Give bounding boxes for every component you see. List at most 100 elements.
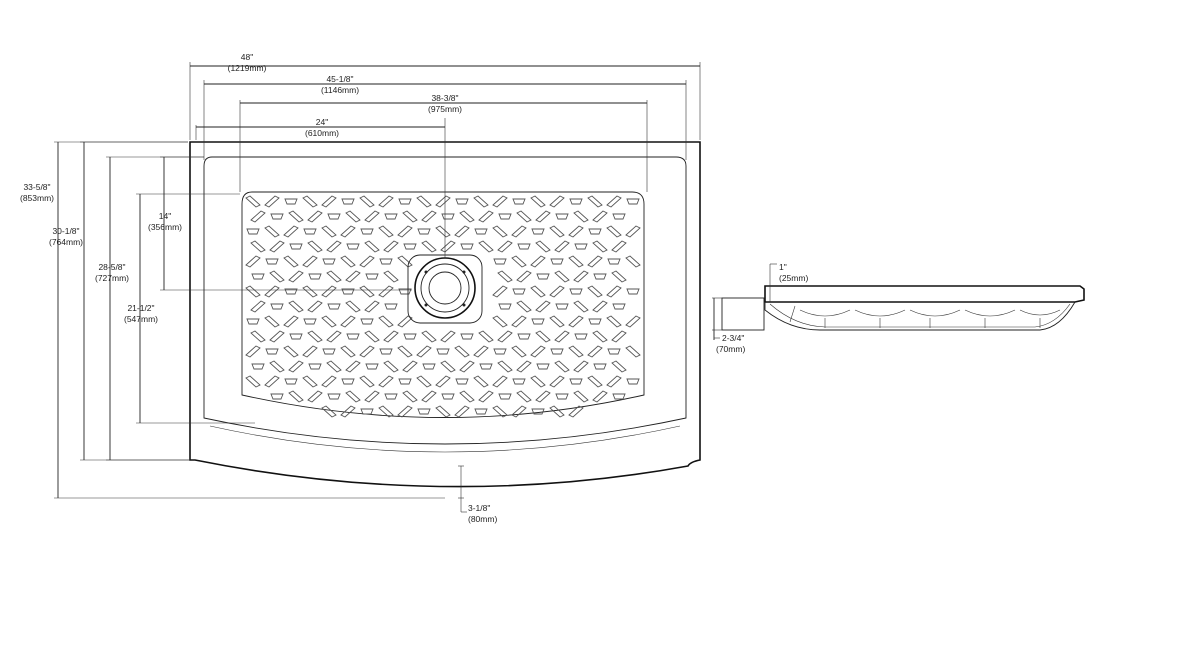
texture-tile [573,360,589,373]
texture-tile [283,315,299,328]
texture-tile [573,210,589,223]
inner-depth-mm: (727mm) [95,273,129,283]
texture-tile [403,243,417,250]
texture-tile [340,225,356,238]
texture-tile [346,333,360,340]
texture-tile [435,375,451,388]
texture-tile [302,195,318,208]
texture-tile [379,348,393,355]
texture-tile [397,405,413,418]
texture-tile [555,303,569,310]
texture-tile [592,210,608,223]
texture-tile [321,225,337,238]
texture-tile [283,345,299,358]
texture-tile [460,243,474,250]
texture-tile [611,330,627,343]
texture-tile [455,378,469,385]
texture-tile [607,258,621,265]
texture-tile [264,375,280,388]
texture-tile [383,360,399,373]
texture-tile [498,393,512,400]
texture-tile [246,318,260,325]
texture-tile [416,375,432,388]
texture-tile [516,360,532,373]
texture-tile [341,288,355,295]
texture-tile [359,345,375,358]
texture-tile [397,315,413,328]
texture-tile [270,393,284,400]
texture-tile [269,240,285,253]
texture-panel [241,191,645,418]
texture-tile [364,330,380,343]
texture-tile [270,213,284,220]
texture-tile [421,240,437,253]
texture-tile [554,330,570,343]
texture-tile [307,330,323,343]
texture-tile [474,228,488,235]
texture-tile [302,285,318,298]
texture-tile [384,213,398,220]
plan-view: 48" (1219mm) 45-1/8" (1146mm) 38-3/8" (9… [20,52,701,524]
texture-tile [555,393,569,400]
texture-tile [530,345,546,358]
texture-tile [321,195,337,208]
texture-tile [606,315,622,328]
inner-width-mm: (1146mm) [321,85,359,95]
texture-tile [530,195,546,208]
texture-tile [626,378,640,385]
texture-tile [308,363,322,370]
texture-tile [498,213,512,220]
texture-tile [535,240,551,253]
texture-tile [498,303,512,310]
texture-tile [345,390,361,403]
texture-tile [288,210,304,223]
texture-tile [626,198,640,205]
rim-height-in: 1" [779,262,787,272]
texture-tile [549,225,565,238]
texture-tile [341,198,355,205]
texture-tile [397,345,413,358]
texture-tile [340,405,356,418]
texture-tile [611,240,627,253]
texture-tile [478,390,494,403]
texture-tile [284,198,298,205]
texture-tile [403,333,417,340]
texture-tile [568,345,584,358]
texture-tile [569,198,583,205]
drain-right-mm: (975mm) [428,104,462,114]
inner-depth-in: 28-5/8" [98,262,125,272]
texture-tile [340,345,356,358]
texture-tile [473,345,489,358]
texture-tile [384,303,398,310]
texture-tile [269,360,285,373]
texture-tile [625,255,641,268]
texture-tile [493,258,507,265]
texture-tile [530,375,546,388]
texture-tile [440,330,456,343]
texture-tile [568,405,584,418]
drain-back-in: 14" [159,211,171,221]
texture-tile [402,390,418,403]
texture-tile [345,270,361,283]
texture-tile [611,360,627,373]
texture-tile [473,195,489,208]
texture-tile [345,360,361,373]
texture-tile [478,210,494,223]
texture-tile [284,378,298,385]
texture-tile [327,213,341,220]
texture-tile [359,195,375,208]
texture-tile [512,288,526,295]
texture-tile [593,273,607,280]
texture-tile [478,240,494,253]
bow-depth-mm: (80mm) [468,514,497,524]
texture-tile [492,285,508,298]
texture-tile [245,345,261,358]
texture-tile [360,408,374,415]
texture-tile [592,330,608,343]
texture-tile [497,360,513,373]
texture-tile [246,228,260,235]
texture-tile [250,330,266,343]
texture-tile [341,378,355,385]
drain-left-mm: (610mm) [305,128,339,138]
texture-tile [436,348,450,355]
